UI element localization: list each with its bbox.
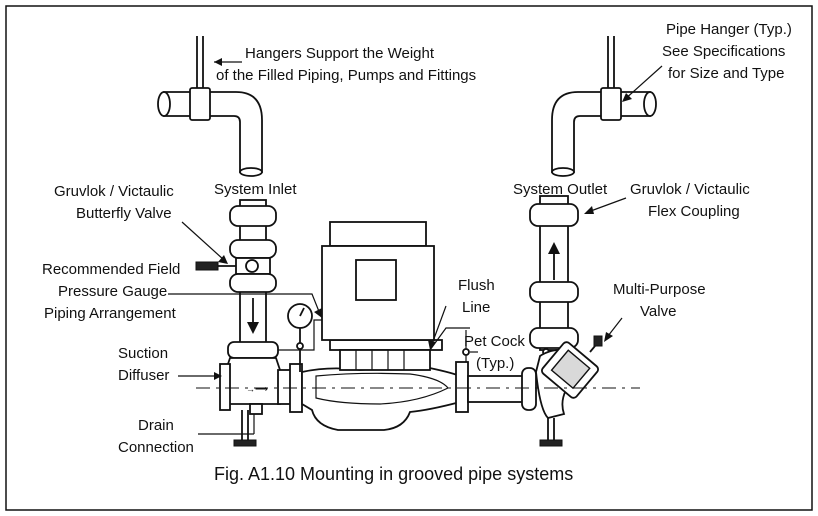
motor-junction-box (355, 259, 397, 301)
diffuser-flange-left (219, 363, 231, 411)
left-pipe-hanger (189, 87, 211, 121)
label-multipurpose-1: Multi-Purpose (613, 281, 706, 298)
label-system-inlet: System Inlet (214, 181, 297, 198)
right-hanger-assembly (551, 36, 657, 177)
label-flex-1: Gruvlok / Victaulic (630, 181, 750, 198)
label-suction-2: Diffuser (118, 367, 169, 384)
label-suction-1: Suction (118, 345, 168, 362)
label-drain-2: Connection (118, 439, 194, 456)
label-pipe-hanger-1: Pipe Hanger (Typ.) (666, 21, 792, 38)
motor-top-cap (329, 221, 427, 247)
label-flush-1: Flush (458, 277, 495, 294)
callout-labels: Hangers Support the Weight of the Filled… (42, 21, 792, 484)
butterfly-valve-handle (195, 261, 219, 271)
discharge-coupling (521, 367, 537, 411)
left-hanger-assembly (157, 36, 263, 177)
figure-border (5, 5, 813, 511)
left-elbow-pipe (163, 91, 263, 173)
leader-lines (168, 58, 663, 435)
label-multipurpose-2: Valve (640, 303, 676, 320)
pump-discharge-flange (455, 361, 469, 413)
outlet-piping (529, 195, 579, 356)
label-pipe-hanger-2: See Specifications (662, 43, 785, 60)
label-butterfly-1: Gruvlok / Victaulic (54, 183, 174, 200)
pressure-gauge-assembly (278, 303, 322, 372)
outlet-coupling-top (529, 203, 579, 227)
label-pipe-hanger-3: for Size and Type (668, 65, 784, 82)
label-petcock-2: (Typ.) (476, 355, 514, 372)
label-butterfly-2: Butterfly Valve (76, 205, 172, 222)
label-hangers-2: of the Filled Piping, Pumps and Fittings (216, 67, 476, 84)
multi-purpose-valve (535, 335, 603, 419)
pump-casing (301, 339, 461, 431)
label-petcock-1: Pet Cock (464, 333, 525, 350)
right-pipe-hanger (600, 87, 622, 121)
inlet-piping (195, 199, 277, 351)
inlet-coupling-top (229, 205, 277, 227)
label-flex-2: Flex Coupling (648, 203, 740, 220)
inlet-coupling-low (229, 273, 277, 293)
label-system-outlet: System Outlet (513, 181, 608, 198)
pipe-stands (233, 410, 563, 447)
svg-text:→⟶: →⟶ (246, 384, 268, 394)
outlet-coupling-mid (529, 281, 579, 303)
label-gauge-3: Piping Arrangement (44, 305, 177, 322)
pump-motor (321, 221, 435, 341)
label-hangers-1: Hangers Support the Weight (245, 45, 435, 62)
figure-caption: Fig. A1.10 Mounting in grooved pipe syst… (214, 464, 573, 484)
label-gauge-2: Pressure Gauge (58, 283, 167, 300)
discharge-pipe (467, 375, 527, 403)
label-flush-2: Line (462, 299, 490, 316)
valve-handle-icon (593, 335, 603, 347)
motor-base-plate (329, 339, 443, 351)
drain-fitting (249, 403, 263, 415)
label-gauge-1: Recommended Field (42, 261, 180, 278)
pet-cock-icon (462, 348, 470, 356)
inlet-coupling-mid (229, 239, 277, 259)
label-drain-1: Drain (138, 417, 174, 434)
suction-diffuser: →⟶ (219, 341, 293, 415)
